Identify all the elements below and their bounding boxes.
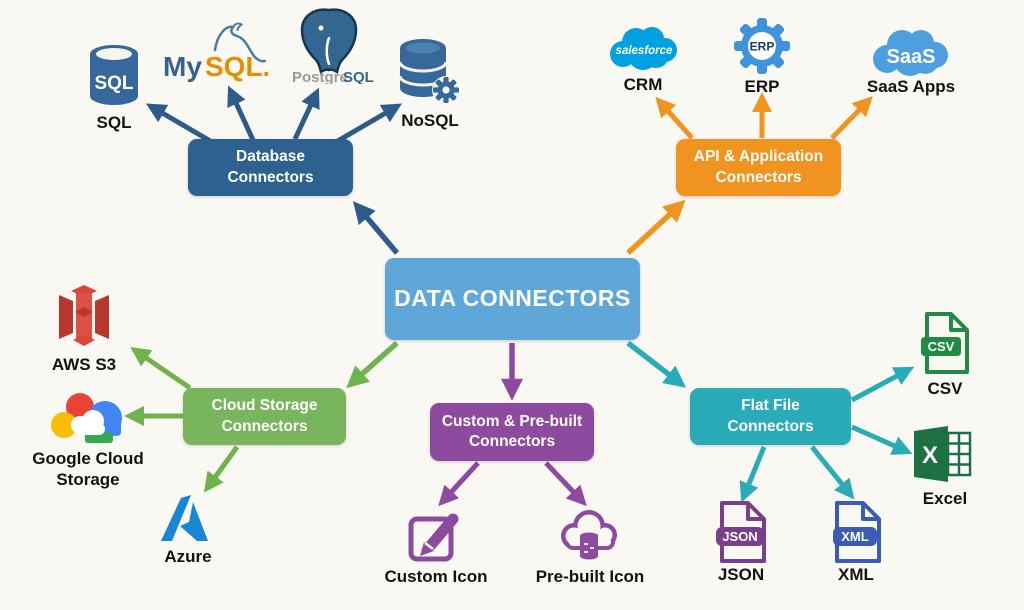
xml-label: XML	[838, 565, 874, 584]
json-badge-text: JSON	[722, 529, 757, 544]
node-api-application-connectors: API & Application Connectors	[676, 139, 841, 196]
saas-cloud-text: SaaS	[887, 46, 936, 68]
node-title-line1: Database	[236, 148, 305, 166]
mysql-text-sql: SQL.	[205, 51, 268, 82]
node-title-line2: Connectors	[727, 417, 814, 435]
google-cloud-storage-label: Google Cloud Storage	[32, 449, 144, 490]
node-cloud-storage-connectors: Cloud Storage Connectors	[183, 388, 346, 445]
arrow-cloud-to-azure	[203, 445, 240, 493]
erp-label: ERP	[744, 77, 780, 96]
csv-label: CSV	[927, 379, 963, 398]
arrow-custom-to-prebuilticon	[544, 461, 587, 507]
node-title-line2: Connectors	[468, 433, 556, 450]
saas-cloud-icon: SaaS	[873, 30, 948, 76]
postgresql-text-postgre: Postgre	[292, 69, 348, 84]
arrow-flatfile-to-csv	[850, 366, 915, 403]
arrow-center-to-flatfile	[626, 340, 687, 388]
arrow-database-to-mysql	[227, 85, 256, 142]
arrow-flatfile-to-excel	[850, 424, 913, 455]
google-cloud-icon	[51, 393, 122, 443]
saas-apps-label: SaaS Apps	[866, 77, 956, 96]
arrow-center-to-database	[353, 201, 400, 255]
erp-gear-icon: ERP	[734, 18, 790, 74]
excel-label: Excel	[922, 489, 968, 508]
node-title-line2: Connectors	[227, 168, 314, 186]
nosql-database-icon	[398, 39, 460, 104]
sql-label: SQL	[96, 113, 132, 132]
arrow-cloud-to-aws	[130, 347, 192, 391]
arrow-api-to-crm	[655, 96, 694, 140]
prebuilt-cloud-db-icon	[561, 510, 617, 560]
json-label: JSON	[717, 565, 765, 584]
arrow-database-to-nosql	[334, 103, 403, 145]
mysql-logo: My SQL.	[163, 22, 268, 82]
node-flat-file-connectors: Flat File Connectors	[690, 388, 851, 445]
salesforce-cloud-icon: salesforce	[610, 27, 677, 70]
arrow-api-to-saas	[830, 95, 873, 140]
xml-file-icon: XML	[833, 501, 881, 563]
azure-icon	[161, 495, 208, 541]
center-node-data-connectors: DATA CONNECTORS	[385, 258, 640, 340]
custom-icon-label: Custom Icon	[384, 567, 488, 586]
postgresql-logo: Postgre SQL	[292, 8, 374, 84]
arrow-flatfile-to-xml	[810, 445, 855, 500]
azure-label: Azure	[164, 547, 212, 566]
postgresql-text-sql: SQL	[343, 69, 374, 84]
arrow-database-to-postgresql	[292, 87, 320, 141]
node-custom-prebuilt-connectors: Custom & Pre-built Connectors	[430, 403, 594, 461]
node-title-line1: Custom & Pre-built	[441, 412, 583, 430]
mysql-text-my: My	[163, 51, 202, 82]
salesforce-text: salesforce	[616, 45, 674, 57]
aws-s3-label: AWS S3	[51, 355, 117, 374]
arrow-center-to-cloud	[346, 340, 399, 389]
csv-file-icon: CSV	[921, 312, 969, 374]
arrow-center-to-api	[626, 199, 686, 256]
nosql-label: NoSQL	[401, 111, 459, 130]
center-node-label: DATA CONNECTORS	[394, 285, 631, 312]
xml-badge-text: XML	[841, 529, 869, 544]
excel-x-text: X	[922, 442, 938, 469]
arrow-flatfile-to-json	[739, 446, 767, 503]
sql-database-icon: SQL	[90, 45, 138, 105]
node-title-line1: API & Application	[693, 148, 824, 166]
prebuilt-icon-label: Pre-built Icon	[535, 567, 645, 586]
aws-s3-icon	[59, 285, 109, 346]
arrow-database-to-sql	[145, 103, 214, 145]
node-database-connectors: Database Connectors	[188, 139, 353, 196]
node-title-line2: Connectors	[221, 417, 308, 435]
json-file-icon: JSON	[716, 501, 766, 563]
arrow-custom-to-customicon	[438, 461, 480, 507]
sql-icon-text: SQL	[94, 73, 133, 94]
node-title-line1: Cloud Storage	[211, 397, 318, 415]
erp-gear-text: ERP	[750, 40, 775, 54]
csv-badge-text: CSV	[928, 339, 955, 354]
gear-icon	[433, 77, 459, 103]
node-title-line1: Flat File	[741, 397, 800, 415]
excel-icon: X	[914, 426, 972, 482]
node-title-line2: Connectors	[715, 168, 802, 186]
custom-pencil-icon	[408, 513, 459, 562]
crm-label: CRM	[623, 75, 663, 94]
